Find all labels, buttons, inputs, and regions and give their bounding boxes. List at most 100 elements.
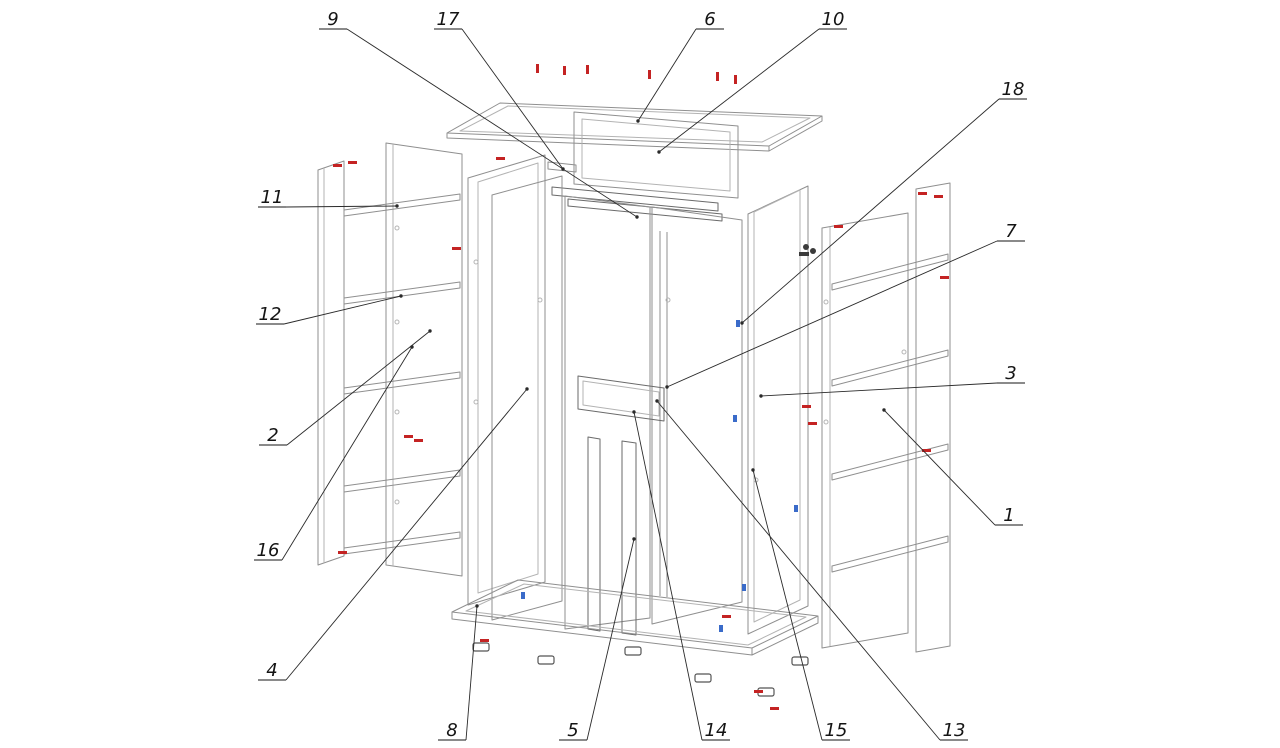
callout-14: 14 <box>632 410 730 741</box>
callout-dot <box>475 604 479 608</box>
wardrobe-exploded-drawing <box>317 64 951 710</box>
hardware-item <box>799 252 809 256</box>
base-thickness <box>451 612 753 656</box>
top-panel-inset <box>459 105 811 143</box>
callout-dot <box>561 167 565 171</box>
shelf <box>343 193 461 217</box>
callout-dot <box>882 408 886 412</box>
top-panel-edge <box>768 116 823 152</box>
callout-leader <box>752 469 823 741</box>
back-top-panel-face <box>573 111 739 199</box>
screw-mark <box>808 422 817 425</box>
hardware-item <box>803 244 809 250</box>
door-stile <box>621 440 637 636</box>
callout-dot <box>395 204 399 208</box>
callout-dot <box>399 294 403 298</box>
callout-label: 18 <box>1002 79 1025 100</box>
drawer-front-inset <box>582 380 660 417</box>
screw-mark <box>333 164 342 167</box>
callout-label: 4 <box>266 660 277 681</box>
foot <box>791 656 809 666</box>
top-panel-thickness <box>446 133 770 152</box>
callout-8: 8 <box>438 604 479 741</box>
blue-fitting <box>733 415 737 422</box>
callout-leader <box>285 205 398 208</box>
fixing-bracket <box>547 161 577 173</box>
callout-label: 8 <box>446 720 457 741</box>
screw-mark <box>563 66 566 75</box>
shelf <box>831 349 949 387</box>
top-panel <box>446 102 823 152</box>
callout-dot <box>636 119 640 123</box>
callout-dot <box>410 345 414 349</box>
back-top-panel-inset <box>581 118 731 192</box>
callout-dot <box>632 537 636 541</box>
screw-mark <box>348 161 357 164</box>
callout-label: 11 <box>261 187 284 208</box>
screw-mark <box>404 435 413 438</box>
callout-11: 11 <box>258 187 399 208</box>
fitting-marks <box>521 320 798 632</box>
blue-fitting <box>736 320 740 327</box>
screw-mark <box>922 449 931 452</box>
callout-label: 7 <box>1005 221 1017 242</box>
callout-16: 16 <box>254 345 414 561</box>
callout-leader <box>461 28 564 170</box>
callout-7: 7 <box>665 221 1025 389</box>
carcass-left-side-panel <box>467 154 546 606</box>
screw-mark <box>770 707 779 710</box>
callout-leader <box>666 240 998 388</box>
callout-label: 14 <box>705 720 728 741</box>
door-stiles <box>587 436 637 636</box>
screw-mark <box>648 70 651 79</box>
callout-leader <box>760 382 998 397</box>
callout-label: 17 <box>437 9 460 30</box>
top-rail-front <box>551 186 719 212</box>
carcass <box>467 154 809 635</box>
back-top-panel <box>573 111 739 199</box>
shelf <box>831 535 949 573</box>
callout-leader <box>658 28 820 153</box>
centre-back-panel <box>564 195 651 630</box>
callout-leader <box>637 28 697 122</box>
callout-label: 15 <box>825 720 848 741</box>
callout-leader <box>586 538 635 741</box>
cam-fitting <box>823 419 829 425</box>
callout-3: 3 <box>759 363 1025 398</box>
screw-mark <box>414 439 423 442</box>
callout-leader <box>465 605 478 741</box>
hardware-cluster <box>799 244 816 256</box>
base-inset <box>465 583 807 646</box>
screw-mark <box>734 75 737 84</box>
foot <box>624 646 642 656</box>
cam-fitting <box>473 259 479 265</box>
callout-17: 17 <box>434 9 565 171</box>
callout-dot <box>525 387 529 391</box>
left-unit-narrow-panel <box>317 160 345 566</box>
callout-label: 16 <box>257 540 280 561</box>
callout-label: 13 <box>943 720 966 741</box>
blue-fitting <box>742 584 746 591</box>
screw-mark <box>918 192 927 195</box>
callout-leader <box>883 409 996 526</box>
callout-label: 2 <box>267 425 278 446</box>
cam-fitting <box>901 349 907 355</box>
callout-5: 5 <box>559 537 636 741</box>
top-rail-back <box>567 198 723 222</box>
shelf <box>343 281 461 305</box>
screw-mark <box>834 225 843 228</box>
callout-label: 10 <box>822 9 845 30</box>
callout-dot <box>655 399 659 403</box>
cam-fitting <box>665 297 671 303</box>
screw-mark <box>802 405 811 408</box>
blue-fitting <box>719 625 723 632</box>
screw-mark <box>934 195 943 198</box>
callout-leader <box>656 400 941 741</box>
screw-mark <box>586 65 589 74</box>
callout-label: 1 <box>1003 505 1014 526</box>
blue-fitting <box>794 505 798 512</box>
screw-mark <box>536 64 539 73</box>
shelf <box>343 371 461 395</box>
callout-label: 3 <box>1005 363 1016 384</box>
